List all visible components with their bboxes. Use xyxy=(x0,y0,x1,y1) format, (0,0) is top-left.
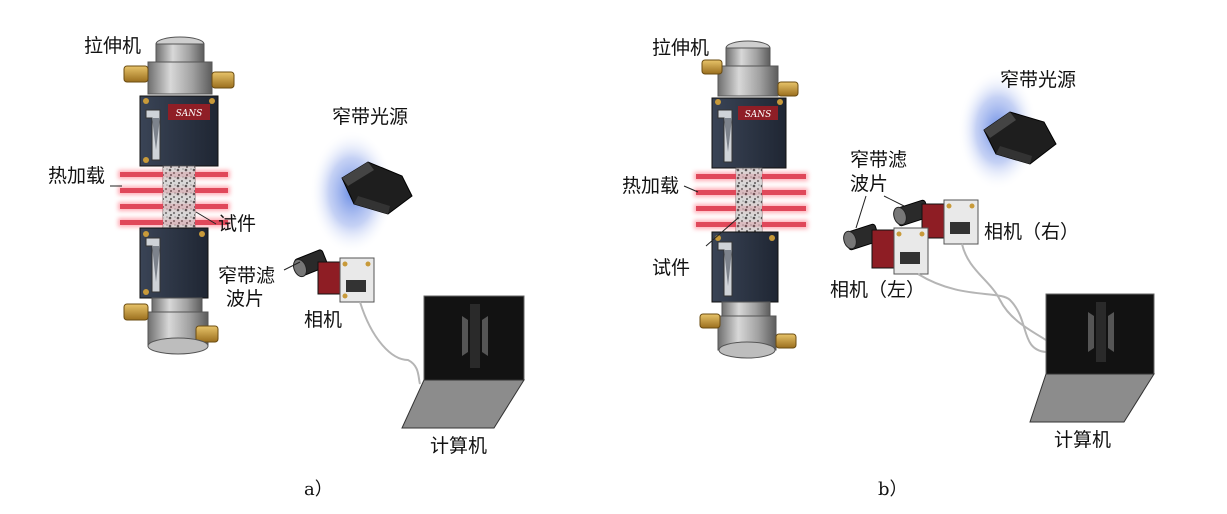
caption-b: b） xyxy=(878,479,908,500)
cable-right xyxy=(961,243,1047,341)
label-filter-b-line2: 波片 xyxy=(850,173,888,195)
cable-left xyxy=(917,273,1047,353)
tensile-machine-b: SANS xyxy=(694,40,808,359)
label-computer-b: 计算机 xyxy=(1054,429,1111,451)
label-computer-a: 计算机 xyxy=(430,435,487,457)
cable-a xyxy=(359,301,421,385)
tensile-machine: SANS xyxy=(118,36,235,355)
light-source-b xyxy=(958,70,1057,190)
heater-b xyxy=(694,170,808,232)
label-camera-a: 相机 xyxy=(304,309,342,331)
camera-a xyxy=(292,249,375,303)
label-light-source-b: 窄带光源 xyxy=(1000,69,1076,91)
label-thermal-load-b: 热加载 xyxy=(622,175,679,197)
label-thermal-load-a: 热加载 xyxy=(48,165,105,187)
camera-left xyxy=(843,223,929,275)
leader-filter-a xyxy=(283,261,301,271)
brand-logo: SANS xyxy=(176,109,203,119)
heater-a xyxy=(118,168,230,228)
camera-right xyxy=(893,199,979,245)
brand-logo-b: SANS xyxy=(745,110,772,120)
leader-filter-b-right xyxy=(883,195,905,207)
label-filter-b-line1: 窄带滤 xyxy=(850,149,907,171)
label-specimen-a: 试件 xyxy=(218,213,256,235)
label-tensile-machine-b: 拉伸机 xyxy=(652,37,709,59)
label-camera-left: 相机（左） xyxy=(830,279,925,301)
leader-filter-b-left xyxy=(855,195,867,229)
panel-b: SANS xyxy=(622,37,1155,500)
panel-a: SANS xyxy=(48,35,525,500)
label-light-source-a: 窄带光源 xyxy=(332,106,408,128)
laptop-a xyxy=(401,295,525,429)
caption-a: a） xyxy=(304,479,333,500)
laptop-b xyxy=(1029,293,1155,423)
leader-specimen-b xyxy=(705,217,739,247)
label-filter-a-line1: 窄带滤 xyxy=(218,265,275,287)
leader-heater-b xyxy=(683,185,699,193)
leader-specimen-a xyxy=(195,211,217,225)
label-specimen-b: 试件 xyxy=(652,257,690,279)
light-source-a xyxy=(310,130,413,254)
label-filter-a-line2: 波片 xyxy=(226,288,264,310)
label-tensile-machine-a: 拉伸机 xyxy=(84,35,141,57)
label-camera-right: 相机（右） xyxy=(984,221,1079,243)
